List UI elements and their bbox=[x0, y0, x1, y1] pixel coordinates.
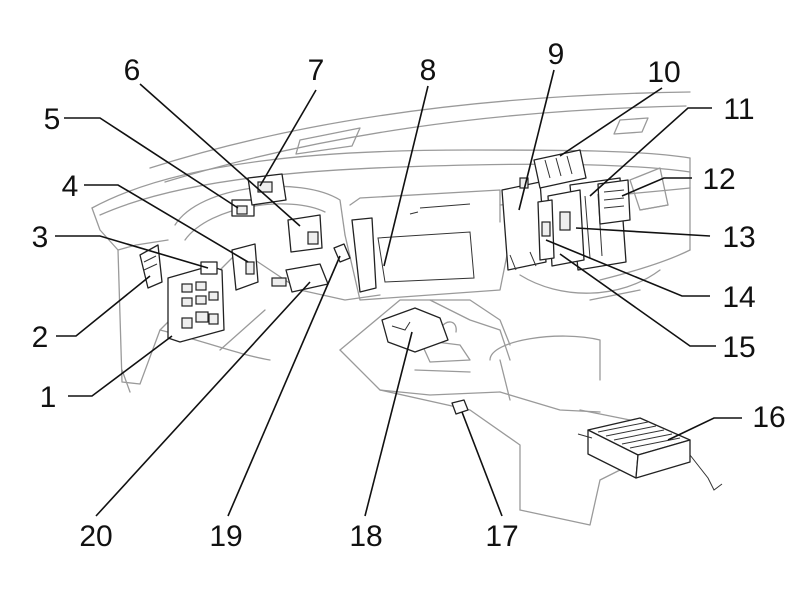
callout-16: 16 bbox=[752, 401, 785, 434]
callout-5: 5 bbox=[44, 103, 61, 136]
callout-1: 1 bbox=[40, 381, 57, 414]
leader-17 bbox=[461, 411, 503, 517]
callout-17: 17 bbox=[485, 520, 518, 553]
connector-20 bbox=[285, 263, 329, 293]
leader-lines bbox=[55, 69, 742, 517]
leader-20 bbox=[95, 281, 311, 517]
callout-6: 6 bbox=[124, 54, 141, 87]
callout-8: 8 bbox=[420, 54, 437, 87]
callout-labels: 1 2 3 4 5 6 7 8 9 10 11 12 13 14 15 16 1… bbox=[32, 38, 786, 553]
callout-3: 3 bbox=[32, 221, 49, 254]
callout-18: 18 bbox=[349, 520, 382, 553]
module-12 bbox=[597, 179, 631, 225]
callout-11: 11 bbox=[723, 93, 754, 126]
callout-13: 13 bbox=[722, 221, 755, 254]
airbag-sensor-18 bbox=[381, 307, 449, 353]
leader-4 bbox=[84, 184, 249, 263]
leader-18 bbox=[364, 331, 413, 517]
callout-12: 12 bbox=[702, 163, 735, 196]
leader-11 bbox=[589, 107, 712, 197]
leader-16 bbox=[667, 417, 742, 441]
junction-block bbox=[167, 265, 225, 343]
callout-2: 2 bbox=[32, 321, 49, 354]
components bbox=[139, 149, 723, 491]
callout-20: 20 bbox=[79, 520, 112, 553]
leader-10 bbox=[559, 87, 663, 157]
switch-19 bbox=[333, 243, 351, 263]
callout-10: 10 bbox=[647, 56, 680, 89]
leader-15 bbox=[559, 253, 716, 347]
sensor-17 bbox=[451, 399, 469, 415]
callout-14: 14 bbox=[722, 281, 755, 314]
center-display-8 bbox=[351, 217, 377, 293]
callout-7: 7 bbox=[308, 54, 325, 87]
callout-15: 15 bbox=[722, 331, 755, 364]
leader-5 bbox=[64, 117, 239, 209]
leader-19 bbox=[227, 255, 341, 517]
leader-9 bbox=[518, 69, 555, 211]
leader-12 bbox=[621, 177, 692, 197]
leader-6 bbox=[139, 83, 301, 227]
leader-2 bbox=[56, 275, 151, 337]
leader-1 bbox=[68, 335, 173, 397]
callout-9: 9 bbox=[548, 38, 565, 71]
leader-13 bbox=[575, 227, 711, 237]
callout-4: 4 bbox=[62, 170, 79, 203]
cabin-filter-16 bbox=[577, 417, 723, 491]
leader-3 bbox=[55, 235, 209, 269]
leader-7 bbox=[259, 89, 317, 187]
leader-8 bbox=[383, 85, 429, 267]
relay-3 bbox=[200, 261, 218, 275]
leader-14 bbox=[545, 239, 710, 297]
callout-19: 19 bbox=[209, 520, 242, 553]
